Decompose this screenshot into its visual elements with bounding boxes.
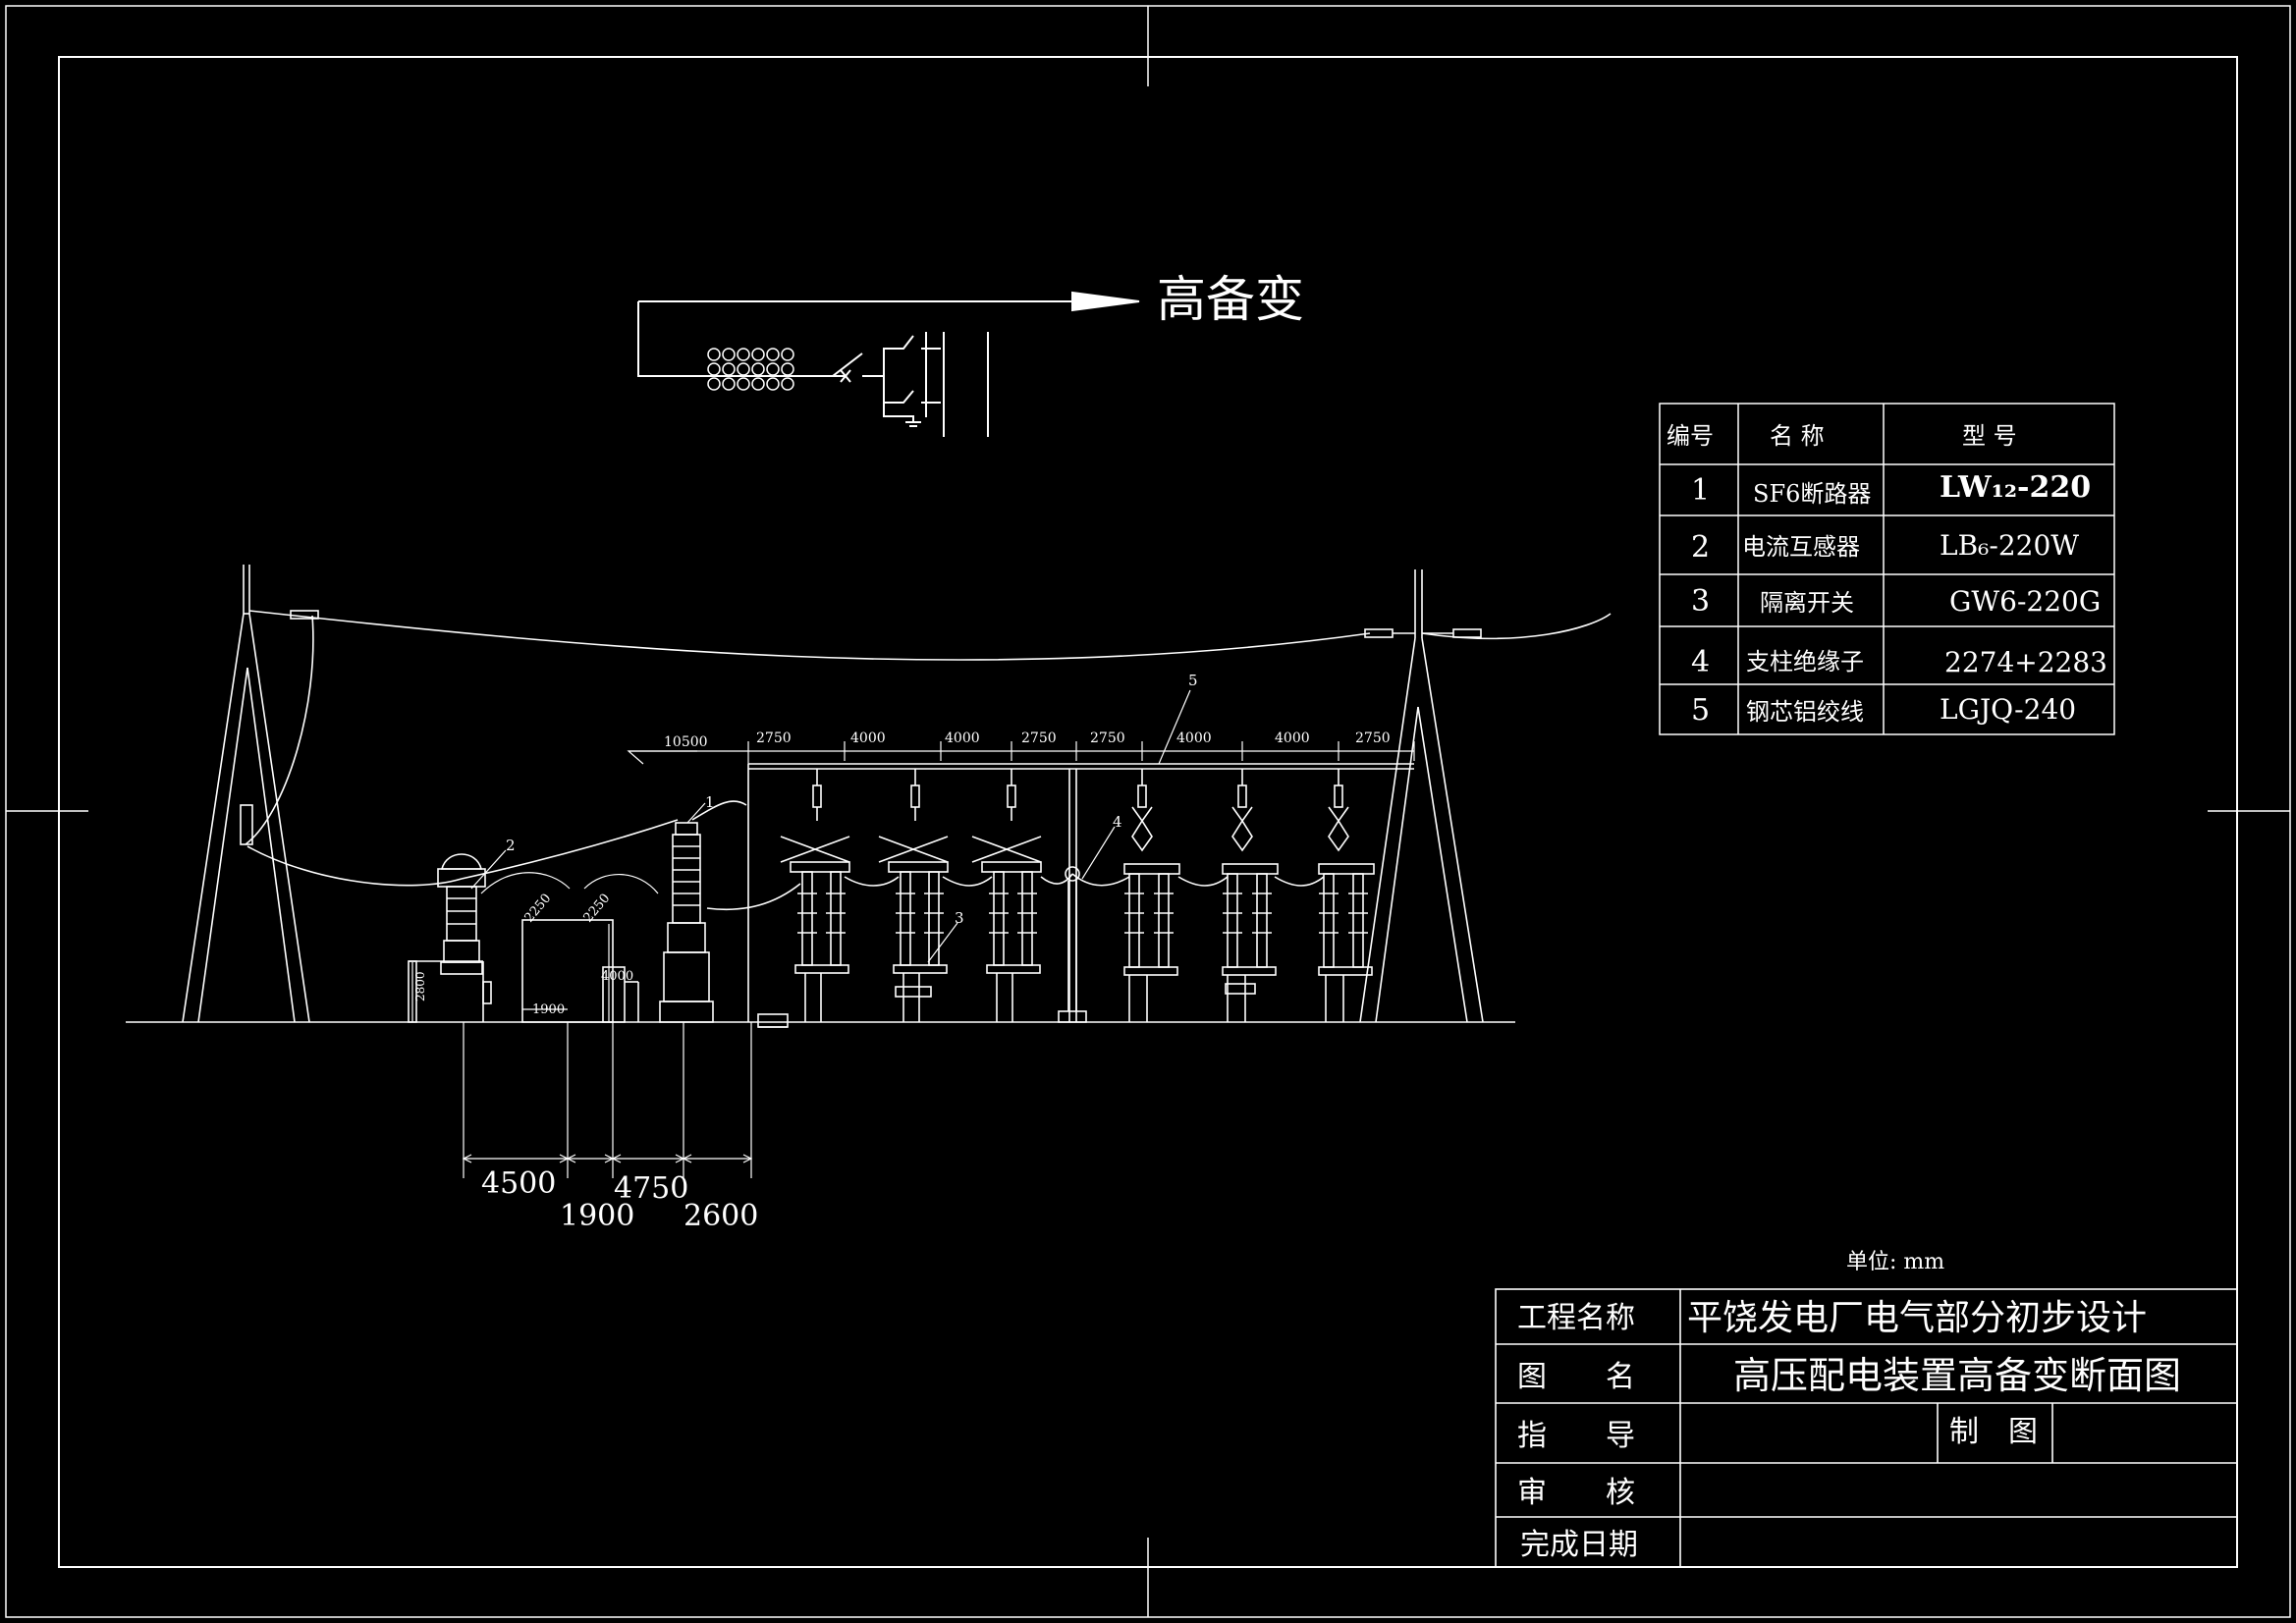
equipment-table xyxy=(1659,403,2115,735)
table-row-model: LGJQ-240 xyxy=(1940,693,2076,726)
guide-label: 指 导 xyxy=(1517,1419,1635,1453)
dim-label: 4000 xyxy=(850,730,886,746)
dim-label: 10500 xyxy=(664,734,708,750)
dim-label: 4000 xyxy=(601,969,633,984)
callout-number: 1 xyxy=(705,793,715,811)
title-block xyxy=(1495,1288,2238,1568)
section-drawing xyxy=(126,565,1612,1028)
date-label: 完成日期 xyxy=(1520,1528,1638,1562)
table-row-name: 支柱绝缘子 xyxy=(1746,648,1864,676)
post-insulator xyxy=(1058,866,1087,1023)
table-header-model: 型 号 xyxy=(1962,422,2017,450)
dim-label: 2750 xyxy=(1021,730,1057,746)
dimensions xyxy=(411,689,1415,1178)
table-row-name: 钢芯铝绞线 xyxy=(1746,698,1864,726)
right-portal-frame xyxy=(1359,569,1484,1023)
review-label: 审 核 xyxy=(1517,1476,1635,1510)
title-block-text: 工程名称 平饶发电厂电气部分初步设计 图 名 高压配电装置高备变断面图 指 导 … xyxy=(1517,1298,2181,1562)
current-transformer xyxy=(408,853,492,1023)
callout-labels: 1 2 3 4 5 xyxy=(506,672,1198,927)
table-row-model: LB₆-220W xyxy=(1940,529,2079,562)
dim-label: 4750 xyxy=(614,1171,688,1206)
callout-number: 3 xyxy=(955,909,964,927)
drawing-name-value: 高压配电装置高备变断面图 xyxy=(1733,1354,2181,1397)
dim-label: 2750 xyxy=(756,730,792,746)
upper-conductor xyxy=(248,610,1371,661)
dim-label: 2600 xyxy=(683,1199,758,1233)
sheet-border xyxy=(5,5,2291,1618)
table-row-model: LW₁₂-220 xyxy=(1940,470,2091,505)
dim-label: 4000 xyxy=(1176,730,1212,746)
unit-label: 单位: mm xyxy=(1846,1250,1944,1274)
table-row-no: 1 xyxy=(1691,473,1710,508)
gantry-frame xyxy=(747,763,1414,1022)
gantry-insulators xyxy=(812,769,1343,821)
arrow-target-label: 高备变 xyxy=(1157,271,1304,328)
single-line-schematic xyxy=(637,291,1140,437)
dim-label: 2750 xyxy=(1355,730,1391,746)
equipment-table-text: 编号 名 称 型 号 1 SF6断路器 LW₁₂-220 2 电流互感器 LB₆… xyxy=(1667,422,2107,728)
sf6-breaker xyxy=(659,822,714,1023)
dim-label: 2800 xyxy=(413,971,427,1001)
table-row-no: 4 xyxy=(1691,645,1710,679)
table-row-no: 5 xyxy=(1691,693,1710,728)
draw-label: 制 图 xyxy=(1949,1415,2038,1449)
table-row-name: SF6断路器 xyxy=(1753,480,1871,508)
dim-label: 1900 xyxy=(532,1002,565,1017)
callout-number: 5 xyxy=(1188,672,1198,689)
dim-label: 4000 xyxy=(945,730,980,746)
table-header-name: 名 称 xyxy=(1770,422,1825,450)
callout-number: 2 xyxy=(506,837,516,854)
table-row-name: 隔离开关 xyxy=(1760,589,1854,617)
disconnector-group-right xyxy=(1123,806,1375,1022)
dim-label: 2750 xyxy=(1090,730,1125,746)
table-row-model: 2274+2283 xyxy=(1944,646,2107,678)
left-portal-frame xyxy=(182,565,310,1023)
project-name-value: 平饶发电厂电气部分初步设计 xyxy=(1687,1298,2147,1338)
project-name-label: 工程名称 xyxy=(1517,1301,1635,1335)
bottom-dimension-labels: 4500 1900 4750 2600 xyxy=(481,1166,758,1233)
dim-label: 1900 xyxy=(560,1199,634,1233)
callout-number: 4 xyxy=(1113,813,1122,831)
dim-label: 4000 xyxy=(1275,730,1310,746)
table-row-model: GW6-220G xyxy=(1949,585,2101,618)
table-row-no: 3 xyxy=(1691,584,1710,619)
drawing-name-label: 图 名 xyxy=(1517,1360,1635,1394)
dim-label: 4500 xyxy=(481,1166,556,1201)
disconnector-group-left xyxy=(780,836,1042,1022)
table-row-no: 2 xyxy=(1691,530,1710,565)
table-row-name: 电流互感器 xyxy=(1742,533,1860,561)
table-header-no: 编号 xyxy=(1667,422,1714,450)
